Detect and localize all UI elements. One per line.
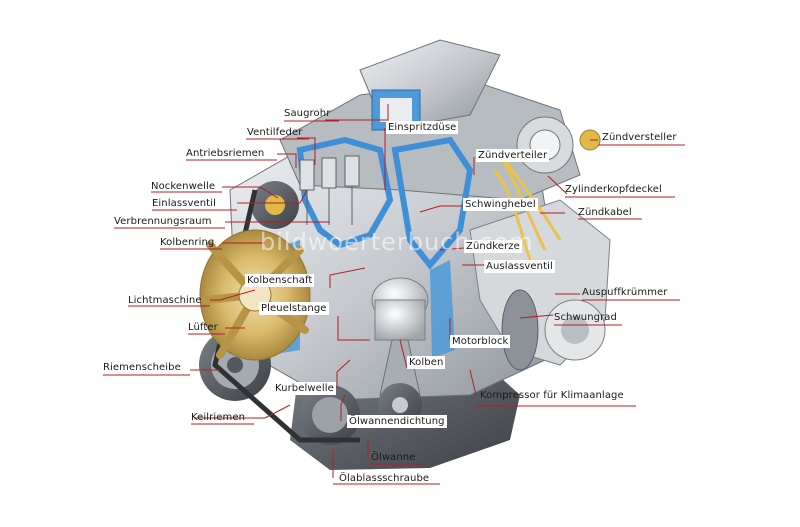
label-schwinghebel[interactable]: Schwinghebel xyxy=(463,198,538,211)
label-keilriemen[interactable]: Keilriemen xyxy=(191,412,246,423)
label-motorblock[interactable]: Motorblock xyxy=(450,335,511,348)
label-kompressor[interactable]: Kompressor für Klimaanlage xyxy=(480,390,624,401)
label-kolben[interactable]: Kolben xyxy=(407,356,446,369)
flywheel xyxy=(501,289,539,371)
label-einspritzduese[interactable]: Einspritzdüse xyxy=(386,121,459,134)
label-zuendkerze[interactable]: Zündkerze xyxy=(464,240,522,253)
label-oelwanne[interactable]: Ölwanne xyxy=(371,452,416,463)
label-zuendversteller[interactable]: Zündversteller xyxy=(602,132,677,143)
connecting-rod xyxy=(379,339,421,396)
label-schwungrad[interactable]: Schwungrad xyxy=(554,312,617,323)
coolant-passage xyxy=(296,136,394,249)
label-riemenscheibe[interactable]: Riemenscheibe xyxy=(103,362,181,373)
label-zuendkabel[interactable]: Zündkabel xyxy=(578,207,632,218)
label-luefter[interactable]: Lüfter xyxy=(188,322,218,333)
label-auspuffkruemmer[interactable]: Auspuffkrümmer xyxy=(582,287,668,298)
valve-springs xyxy=(299,155,360,225)
label-kurbelwelle[interactable]: Kurbelwelle xyxy=(273,382,336,395)
label-ventilfeder[interactable]: Ventilfeder xyxy=(247,127,303,138)
label-einlassventil[interactable]: Einlassventil xyxy=(152,198,216,209)
label-kolbenschaft[interactable]: Kolbenschaft xyxy=(245,274,315,287)
label-lichtmaschine[interactable]: Lichtmaschine xyxy=(128,295,202,306)
label-saugrohr[interactable]: Saugrohr xyxy=(284,108,331,119)
label-zylinderkopfdeckel[interactable]: Zylinderkopfdeckel xyxy=(565,184,662,195)
label-verbrennungsraum[interactable]: Verbrennungsraum xyxy=(114,216,212,227)
label-auslassventil[interactable]: Auslassventil xyxy=(484,260,555,273)
label-oelablassschraube[interactable]: Ölablassschraube xyxy=(339,473,430,484)
label-nockenwelle[interactable]: Nockenwelle xyxy=(151,181,216,192)
label-oelwannendichtung[interactable]: Ölwannendichtung xyxy=(347,415,447,428)
label-antriebsriemen[interactable]: Antriebsriemen xyxy=(186,148,265,159)
label-zuendverteiler[interactable]: Zündverteiler xyxy=(476,149,550,162)
label-pleuelstange[interactable]: Pleuelstange xyxy=(259,302,329,315)
label-kolbenring[interactable]: Kolbenring xyxy=(160,237,215,248)
